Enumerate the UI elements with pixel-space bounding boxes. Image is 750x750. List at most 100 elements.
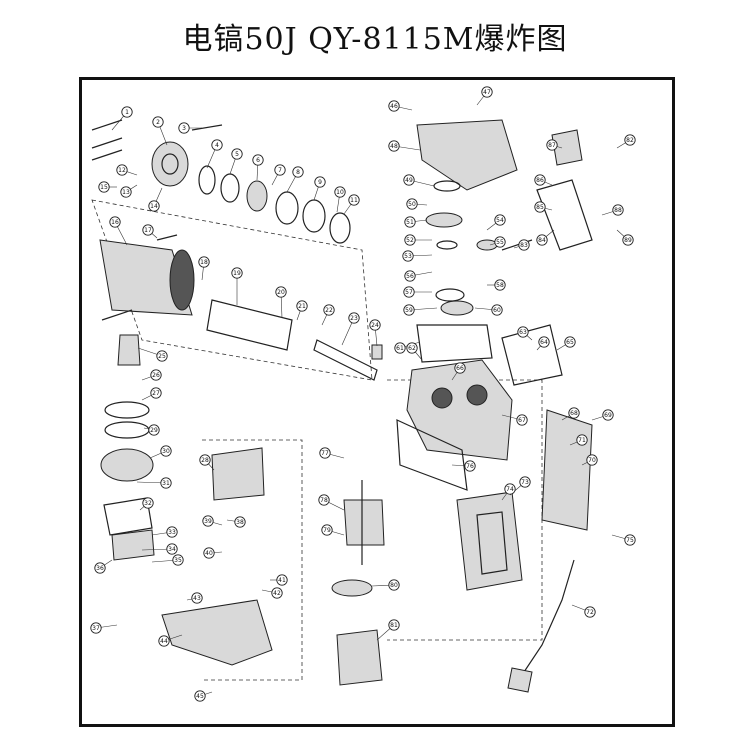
callout-number: 62 [408, 345, 416, 352]
callout-number: 75 [626, 537, 634, 544]
callout-circle [199, 454, 211, 466]
callout-number: 68 [570, 410, 578, 417]
callout-circle [234, 516, 246, 528]
callout-circle [109, 216, 121, 228]
part-callout-69: 69 [591, 409, 614, 421]
callout-circle [323, 304, 335, 316]
part-callout-10: 10 [334, 186, 346, 213]
part-callout-21: 21 [296, 300, 308, 321]
callout-number: 59 [405, 307, 413, 314]
part-callout-44: 44 [158, 634, 183, 647]
callout-number: 10 [336, 189, 344, 196]
callout-circle [518, 239, 530, 251]
callout-circle [403, 286, 415, 298]
callout-circle [150, 369, 162, 381]
callout-circle [276, 574, 288, 586]
callout-circle [584, 606, 596, 618]
callout-circle [191, 592, 203, 604]
callout-circle [318, 494, 330, 506]
part-callout-80: 80 [371, 579, 400, 591]
callout-number: 67 [518, 417, 526, 424]
callout-number: 14 [150, 203, 158, 210]
callout-number: 26 [152, 372, 160, 379]
callout-circle [494, 236, 506, 248]
callout-number: 36 [96, 565, 104, 572]
part-callout-85: 85 [534, 201, 553, 213]
callout-circle [148, 200, 160, 212]
callout-number: 43 [193, 595, 201, 602]
callout-number: 61 [396, 345, 404, 352]
part-callout-6: 6 [252, 154, 264, 181]
part-callout-42: 42 [261, 587, 283, 599]
gear-part [425, 212, 463, 228]
callout-number: 45 [196, 693, 204, 700]
part-callout-18: 18 [198, 256, 210, 281]
part-callout-16: 16 [109, 216, 128, 246]
callout-circle [403, 174, 415, 186]
part-callout-60: 60 [474, 304, 503, 316]
part-callout-9: 9 [313, 176, 326, 201]
callout-circle [231, 267, 243, 279]
callout-number: 71 [578, 437, 586, 444]
callout-circle [271, 587, 283, 599]
top-cover-part [416, 119, 518, 191]
part-callout-8: 8 [286, 166, 304, 193]
part-callout-75: 75 [611, 534, 636, 546]
callout-circle [90, 622, 102, 634]
callout-circle [156, 350, 168, 362]
parts-artwork [91, 119, 593, 693]
connecting-rod-part [313, 339, 378, 381]
callout-circle [517, 326, 529, 338]
part-callout-79: 79 [321, 524, 345, 536]
callout-number: 27 [152, 390, 160, 397]
callout-circle [148, 424, 160, 436]
callout-circle [622, 234, 634, 246]
callout-number: 3 [182, 125, 186, 132]
callout-circle [406, 342, 418, 354]
part-callout-2: 2 [152, 116, 168, 146]
callout-number: 78 [320, 497, 328, 504]
part-callout-4: 4 [206, 139, 223, 169]
callout-number: 39 [204, 518, 212, 525]
callout-circle [494, 279, 506, 291]
handle-part [456, 491, 523, 591]
callout-number: 22 [325, 307, 333, 314]
callout-circle [564, 336, 576, 348]
part-callout-86: 86 [534, 174, 553, 186]
callout-circle [142, 224, 154, 236]
callout-number: 17 [144, 227, 152, 234]
callout-number: 47 [483, 89, 491, 96]
callout-circle [388, 140, 400, 152]
part-callout-54: 54 [486, 214, 506, 231]
part-callout-88: 88 [601, 204, 624, 216]
gasket-part [416, 324, 493, 363]
callout-number: 21 [298, 303, 306, 310]
callout-number: 34 [168, 546, 176, 553]
callout-number: 6 [256, 157, 260, 164]
callout-circle [121, 106, 133, 118]
part-callout-15: 15 [98, 181, 117, 193]
part-callout-31: 31 [136, 477, 172, 489]
callout-circle [602, 409, 614, 421]
callout-circle [402, 250, 414, 262]
callout-number: 31 [162, 480, 170, 487]
part-callout-57: 57 [403, 286, 432, 298]
callout-circle [120, 186, 132, 198]
callout-number: 86 [536, 177, 544, 184]
callout-number: 85 [536, 204, 544, 211]
part-callout-49: 49 [403, 174, 435, 187]
callout-number: 83 [520, 242, 528, 249]
callout-circle [231, 148, 243, 160]
callout-circle [292, 166, 304, 178]
gear-housing-part [406, 359, 513, 461]
part-callout-58: 58 [487, 279, 506, 291]
callout-circle [388, 619, 400, 631]
part-callout-14: 14 [148, 187, 163, 212]
callout-number: 23 [350, 315, 358, 322]
callout-circle [624, 534, 636, 546]
fan-part [331, 579, 373, 597]
part-callout-41: 41 [270, 574, 288, 586]
callout-circle [150, 387, 162, 399]
callout-circle [586, 454, 598, 466]
part-callout-29: 29 [143, 424, 160, 436]
